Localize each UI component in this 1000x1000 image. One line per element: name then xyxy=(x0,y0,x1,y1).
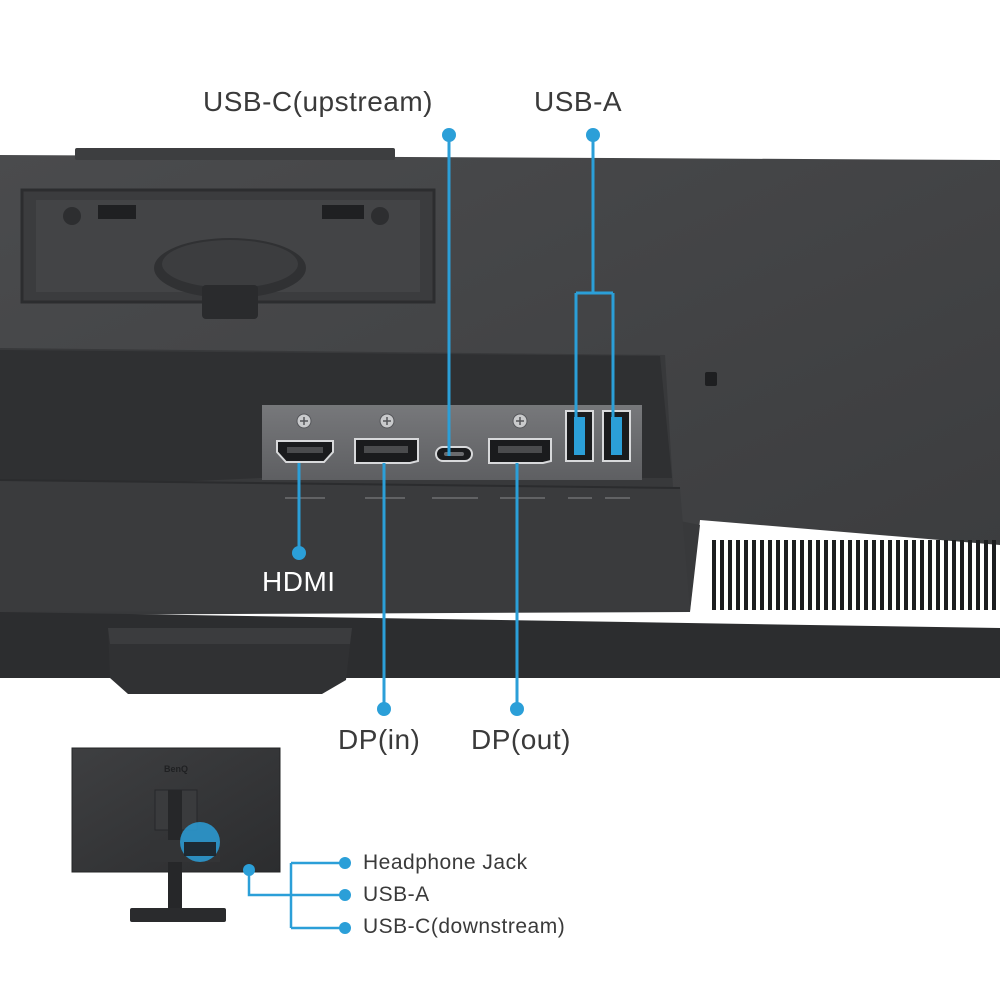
side-callout-lines xyxy=(247,861,345,930)
vent-slit xyxy=(752,540,756,610)
vent-slit xyxy=(736,540,740,610)
vent-slit xyxy=(840,540,844,610)
vent-grille xyxy=(712,540,996,610)
displayport-icon xyxy=(488,438,552,464)
vent-slit xyxy=(952,540,956,610)
usb-a-port-icon xyxy=(602,410,631,462)
usb-c-port-icon xyxy=(435,446,473,462)
monitor-thumbnail: BenQ xyxy=(71,747,281,922)
label-usb-a-top: USB-A xyxy=(534,86,623,117)
vent-slit xyxy=(712,540,716,610)
label-usb-c-downstream: USB-C(downstream) xyxy=(363,915,566,938)
vent-slit xyxy=(816,540,820,610)
vent-slit xyxy=(984,540,988,610)
label-headphone-jack: Headphone Jack xyxy=(363,851,528,874)
vent-slit xyxy=(728,540,732,610)
vent-slit xyxy=(856,540,860,610)
vent-slit xyxy=(960,540,964,610)
hdmi-port-icon xyxy=(276,440,334,463)
vent-slit xyxy=(936,540,940,610)
vent-slit xyxy=(888,540,892,610)
vent-slit xyxy=(904,540,908,610)
label-usb-a-side: USB-A xyxy=(363,883,430,906)
vent-slit xyxy=(912,540,916,610)
screw-icon xyxy=(296,413,312,429)
callout-dots xyxy=(292,128,600,716)
vent-slit xyxy=(968,540,972,610)
side-callout-dots xyxy=(243,857,351,934)
vent-slit xyxy=(808,540,812,610)
vent-slit xyxy=(744,540,748,610)
vent-slit xyxy=(976,540,980,610)
vent-slit xyxy=(992,540,996,610)
vent-slit xyxy=(768,540,772,610)
vent-slit xyxy=(720,540,724,610)
screw-icon xyxy=(512,413,528,429)
vent-slit xyxy=(896,540,900,610)
mini-brand-logo: BenQ xyxy=(164,764,188,774)
port-panel xyxy=(262,405,642,499)
label-hdmi: HDMI xyxy=(262,566,336,597)
vent-slit xyxy=(872,540,876,610)
vent-slit xyxy=(784,540,788,610)
vent-slit xyxy=(792,540,796,610)
vent-slit xyxy=(928,540,932,610)
label-dp-in: DP(in) xyxy=(338,724,421,755)
vent-slit xyxy=(776,540,780,610)
vent-slit xyxy=(800,540,804,610)
displayport-icon xyxy=(354,438,419,464)
vent-slit xyxy=(832,540,836,610)
vent-slit xyxy=(920,540,924,610)
label-dp-out: DP(out) xyxy=(471,724,571,755)
vent-slit xyxy=(848,540,852,610)
vent-slit xyxy=(864,540,868,610)
vent-slit xyxy=(824,540,828,610)
callout-lines xyxy=(297,137,615,707)
vent-slit xyxy=(944,540,948,610)
screw-icon xyxy=(379,413,395,429)
usb-a-port-icon xyxy=(565,410,594,462)
vent-slit xyxy=(760,540,764,610)
vent-slit xyxy=(880,540,884,610)
label-usb-c-upstream: USB-C(upstream) xyxy=(203,86,433,117)
